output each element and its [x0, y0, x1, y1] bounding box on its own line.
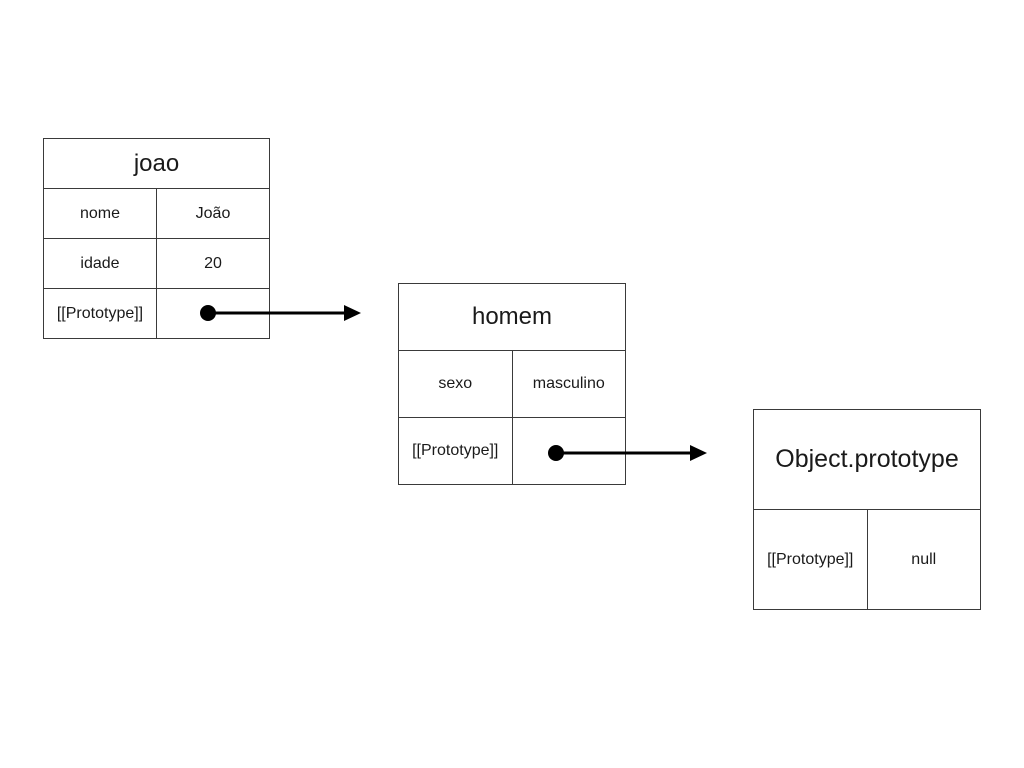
property-key: sexo	[398, 350, 513, 418]
arrowhead-icon	[690, 445, 707, 461]
object-title: joao	[43, 138, 270, 189]
prototype-key: [[Prototype]]	[43, 288, 157, 339]
object-box-joao: joao nome João idade 20 [[Prototype]]	[43, 138, 270, 339]
prototype-pointer-cell	[156, 288, 270, 339]
property-value: 20	[156, 238, 270, 289]
property-value: masculino	[511, 350, 626, 418]
property-value: João	[156, 188, 270, 239]
prototype-pointer-cell	[511, 417, 626, 485]
object-title: homem	[398, 283, 626, 351]
object-box-homem: homem sexo masculino [[Prototype]]	[398, 283, 626, 485]
property-key: idade	[43, 238, 157, 289]
arrowhead-icon	[344, 305, 361, 321]
prototype-key: [[Prototype]]	[398, 417, 513, 485]
property-key: nome	[43, 188, 157, 239]
prototype-value-null: null	[866, 509, 981, 610]
prototype-key: [[Prototype]]	[753, 509, 868, 610]
object-title: Object.prototype	[753, 409, 981, 510]
object-box-object-prototype: Object.prototype [[Prototype]] null	[753, 409, 981, 610]
